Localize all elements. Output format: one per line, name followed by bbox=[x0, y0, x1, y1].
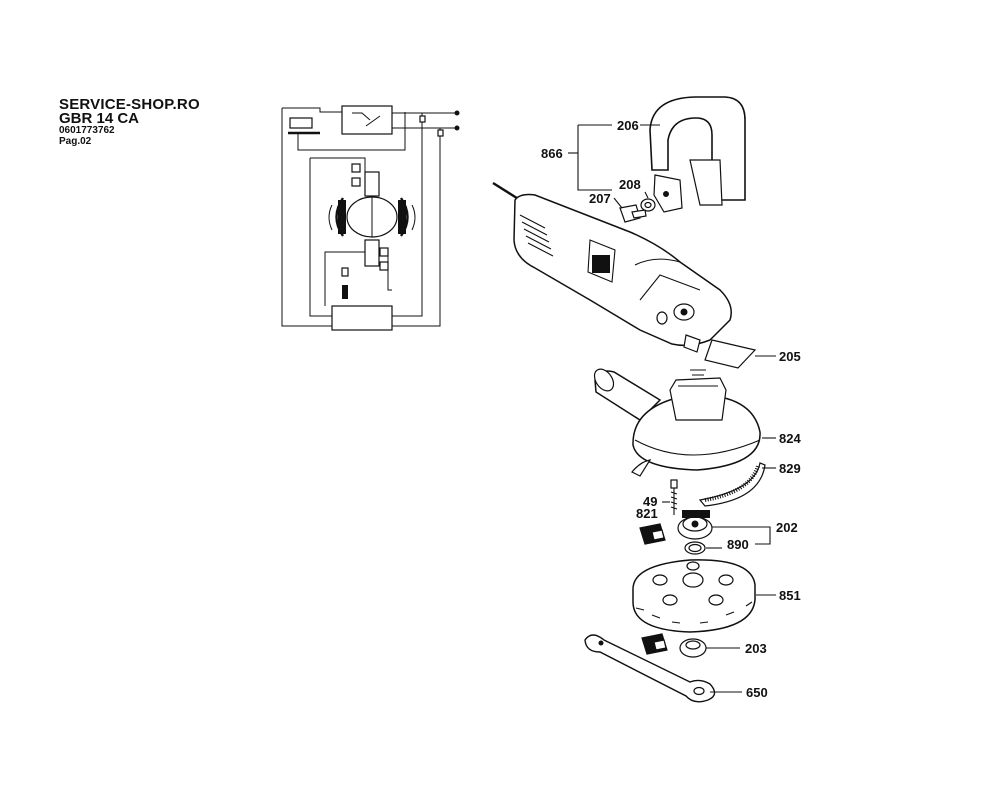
callout-203: 203 bbox=[745, 641, 767, 656]
brand-title: SERVICE-SHOP.RO bbox=[59, 96, 200, 113]
callout-202: 202 bbox=[776, 520, 798, 535]
clamping-nut bbox=[641, 633, 707, 658]
callout-824: 824 bbox=[779, 431, 801, 446]
callout-650: 650 bbox=[746, 685, 768, 700]
screw-part bbox=[670, 479, 678, 515]
callout-866: 866 bbox=[541, 146, 563, 161]
callout-890: 890 bbox=[727, 537, 749, 552]
callout-206: 206 bbox=[617, 118, 639, 133]
callout-labels: 206 866 208 207 205 824 829 49 821 202 8… bbox=[541, 118, 801, 700]
callout-851: 851 bbox=[779, 588, 801, 603]
flange-assembly bbox=[639, 510, 713, 555]
grinder-body bbox=[492, 181, 757, 369]
wiring-schematic bbox=[281, 105, 460, 331]
callout-208: 208 bbox=[619, 177, 641, 192]
dust-hood bbox=[593, 368, 761, 471]
brush-ring bbox=[631, 459, 766, 507]
callout-207: 207 bbox=[589, 191, 611, 206]
handle-assembly bbox=[619, 96, 746, 223]
callout-49: 49 bbox=[643, 494, 657, 509]
callout-821: 821 bbox=[636, 506, 658, 521]
part-number: 0601773762 bbox=[59, 125, 115, 136]
callout-205: 205 bbox=[779, 349, 801, 364]
cup-wheel bbox=[632, 559, 756, 633]
callout-829: 829 bbox=[779, 461, 801, 476]
model-title: GBR 14 CA bbox=[59, 110, 140, 127]
spanner-wrench bbox=[584, 634, 716, 703]
callout-leaders bbox=[568, 124, 776, 693]
page-number: Pag.02 bbox=[59, 136, 92, 147]
